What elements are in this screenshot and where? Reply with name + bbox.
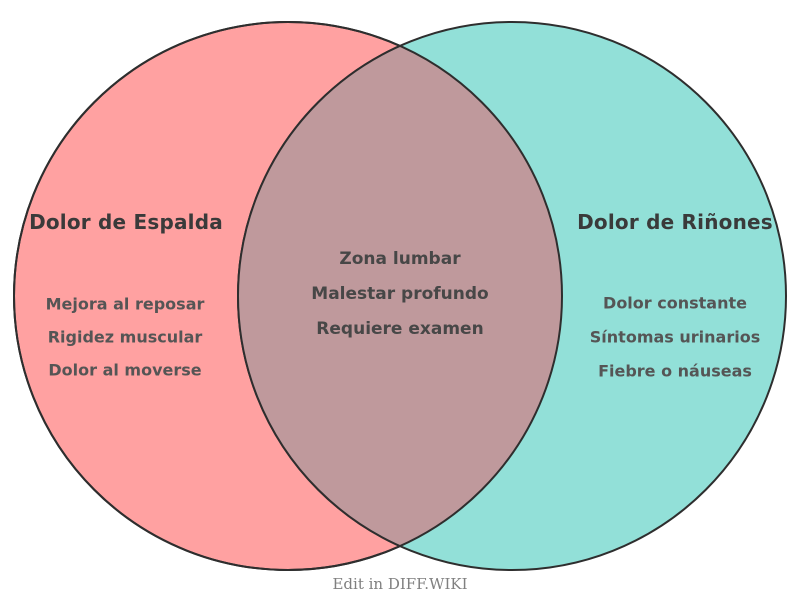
left-circle-title: Dolor de Espalda bbox=[29, 210, 223, 234]
right-circle-title: Dolor de Riñones bbox=[577, 210, 773, 234]
right-circle-item: Síntomas urinarios bbox=[589, 327, 761, 347]
left-circle-item: Rigidez muscular bbox=[47, 327, 203, 347]
right-circle-item: Fiebre o náuseas bbox=[598, 361, 752, 381]
intersection-item: Zona lumbar bbox=[339, 249, 461, 269]
left-circle-item: Mejora al reposar bbox=[45, 294, 205, 314]
right-circle-item: Dolor constante bbox=[603, 293, 747, 313]
left-circle-outline bbox=[13, 21, 563, 571]
intersection-region bbox=[237, 22, 562, 570]
edit-in-diffwiki-link[interactable]: Edit in DIFF.WIKI bbox=[332, 575, 468, 593]
intersection-item: Requiere examen bbox=[316, 319, 484, 339]
left-circle-item: Dolor al moverse bbox=[48, 360, 202, 380]
intersection-item: Malestar profundo bbox=[311, 284, 489, 304]
